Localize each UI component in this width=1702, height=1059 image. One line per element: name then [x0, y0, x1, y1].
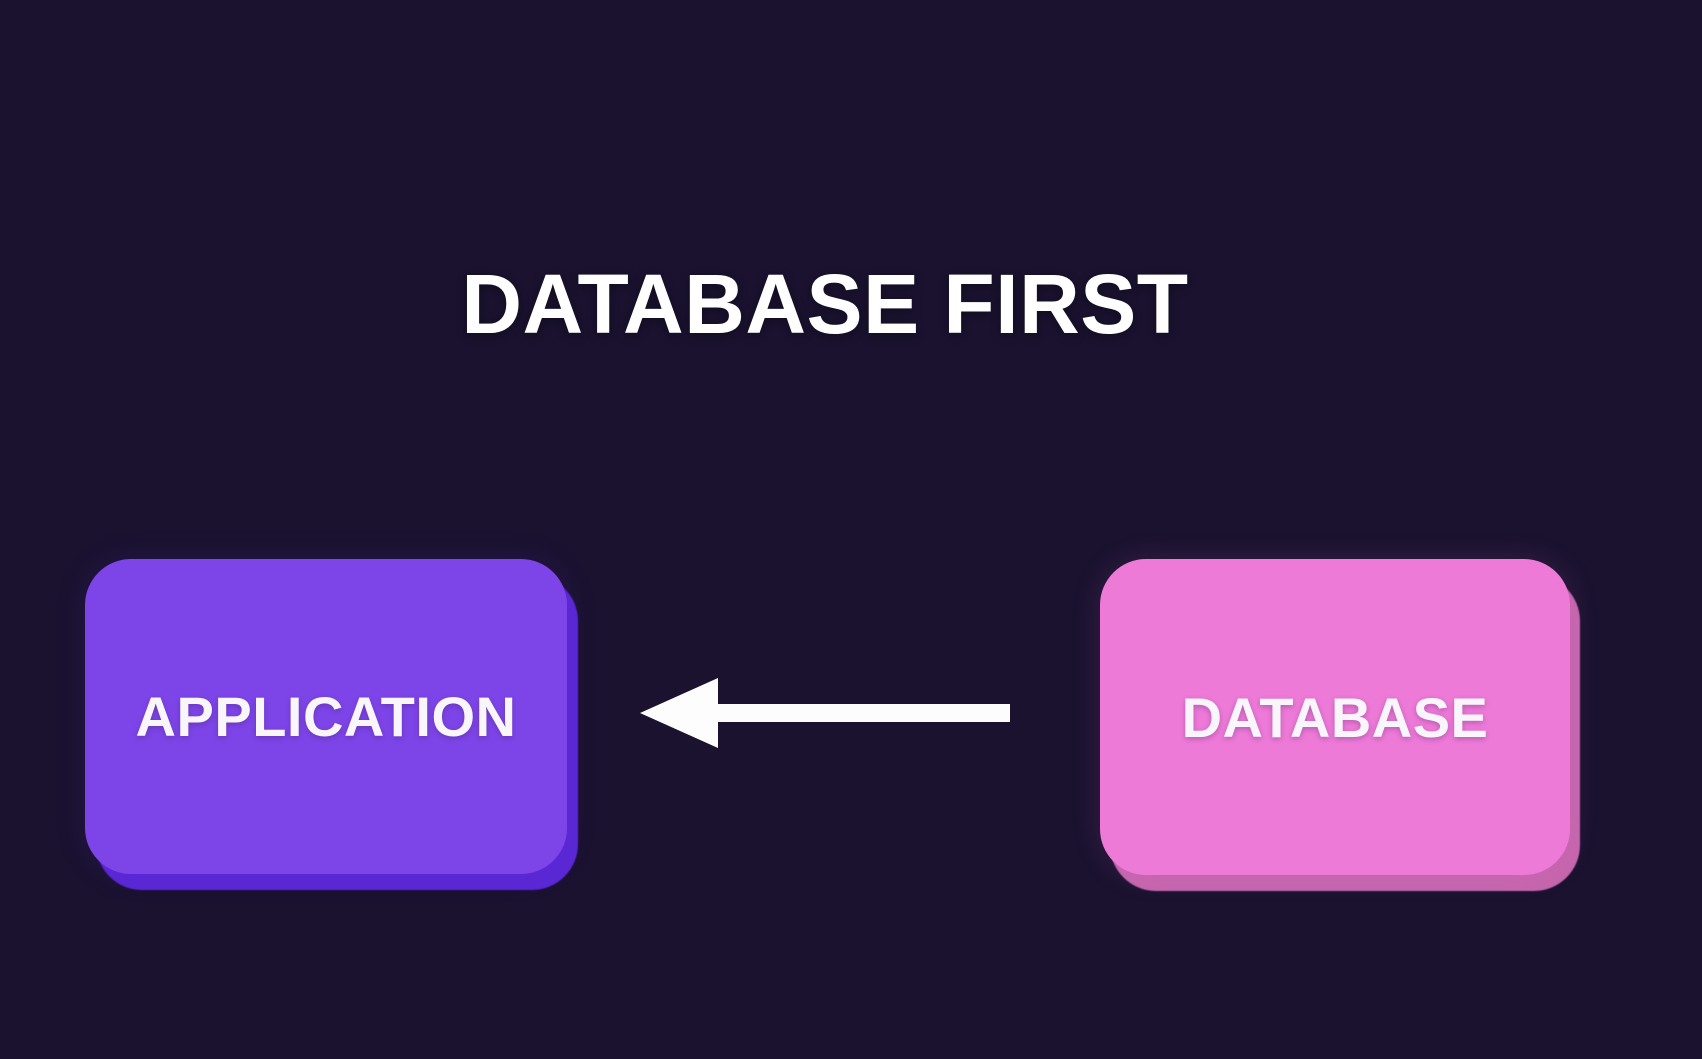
node-application[interactable]: APPLICATION [85, 559, 578, 890]
node-database-label: DATABASE [1181, 685, 1489, 749]
arrow-left-icon [640, 678, 1010, 748]
node-database-face [1100, 559, 1570, 875]
node-application-label: APPLICATION [135, 685, 517, 748]
page-title: DATABASE FIRST [461, 257, 1189, 351]
node-database[interactable]: DATABASE [1100, 559, 1580, 891]
node-application-face [85, 559, 567, 874]
